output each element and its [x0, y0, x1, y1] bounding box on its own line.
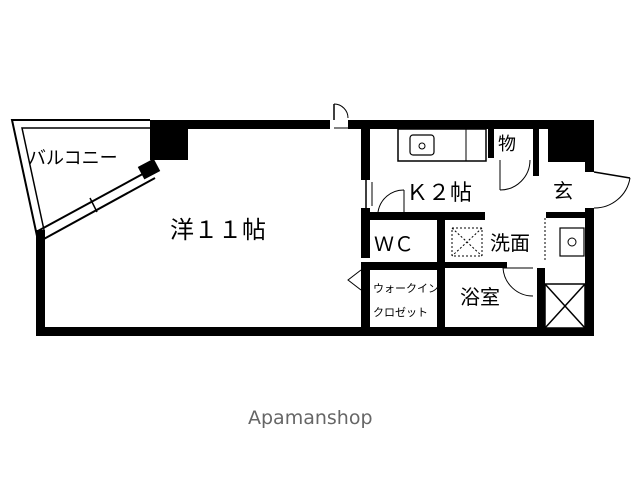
wc-door [377, 189, 405, 213]
bathroom-label: 浴室 [460, 285, 500, 309]
storage-label: 物 [498, 134, 516, 155]
entrance-label: 玄 [553, 179, 573, 203]
balcony-outline [10, 119, 150, 237]
entrance-door [585, 171, 631, 209]
top-door [330, 103, 349, 130]
balcony-window [35, 158, 161, 241]
walk-in-closet-label-line2: クロゼット [373, 306, 428, 319]
wash-basin [544, 218, 585, 262]
storage-door [499, 159, 531, 191]
balcony-label: バルコニー [28, 148, 118, 169]
kitchen-counter [397, 128, 487, 162]
western-room-label: 洋１１帖 [170, 216, 266, 244]
bath-door [502, 267, 534, 297]
outer-walls [36, 120, 594, 336]
walk-in-closet-label-line1: ウォークイン [373, 282, 439, 295]
toilet-label: ＷＣ [374, 232, 414, 256]
kitchen-label: Ｋ２帖 [406, 181, 472, 206]
kitchen-sliding-door [365, 180, 373, 208]
washing-machine-space [451, 227, 483, 257]
washroom-label: 洗面 [490, 231, 530, 255]
closet-entry-marker [347, 269, 362, 291]
interior-walls [361, 120, 593, 336]
watermark-text: Apamanshop [248, 407, 373, 429]
